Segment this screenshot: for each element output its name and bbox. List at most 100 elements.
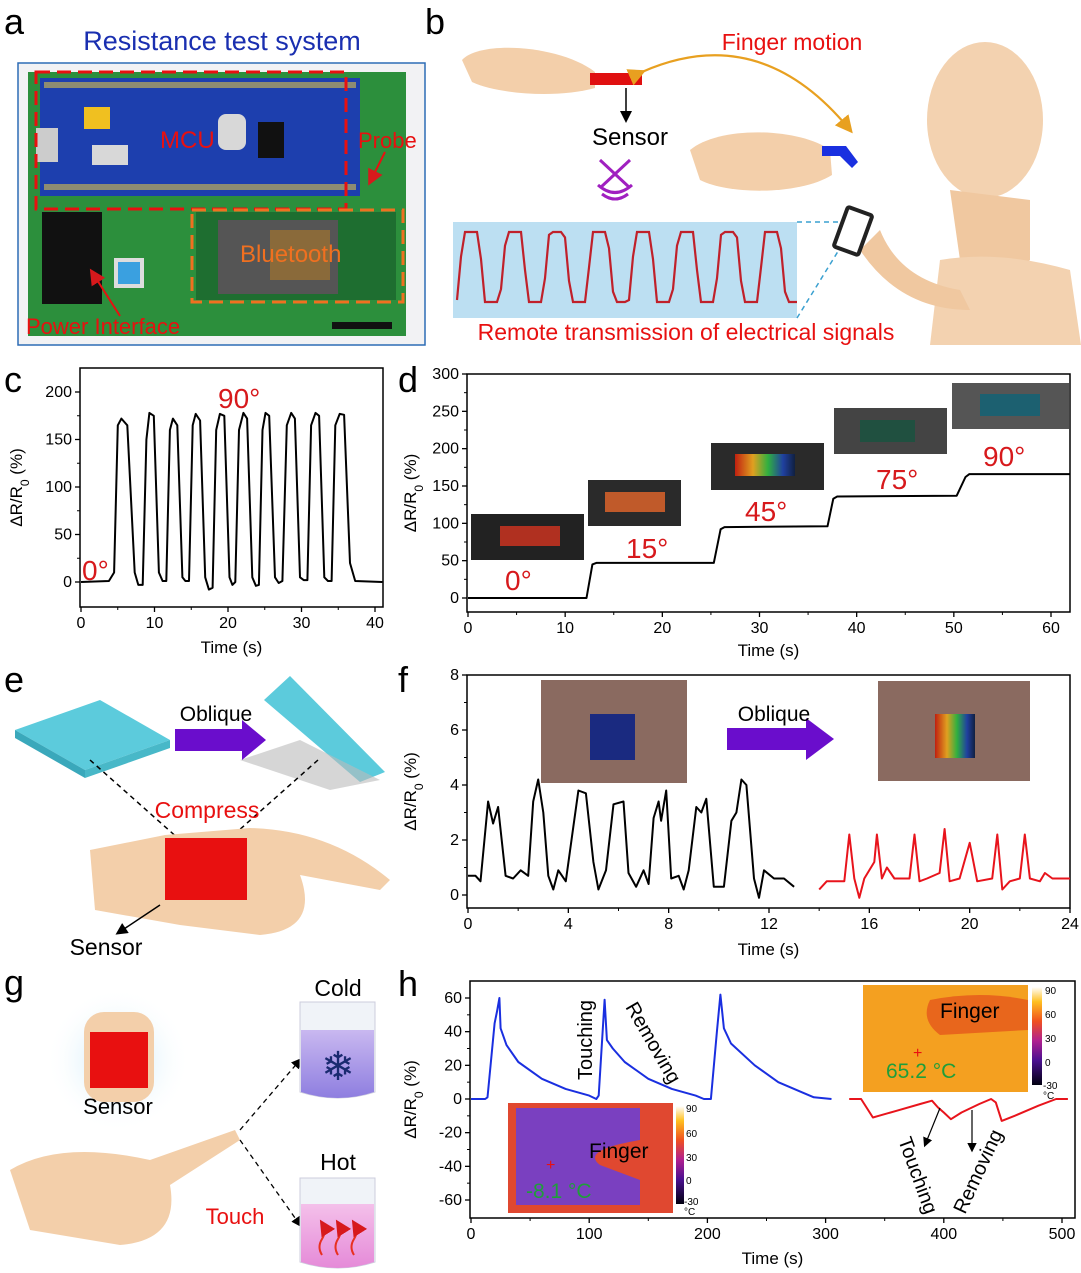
finger-label-cold: Finger [589,1140,649,1163]
y-tick-label: 4 [450,777,459,794]
panel-label-h: h [398,963,418,1004]
colorbar-hot [1032,987,1042,1085]
y-tick-label: 8 [450,667,459,684]
y-tick-label: 200 [432,441,459,458]
series-line-c-0 [80,411,383,591]
temp-hot: 65.2 °C [886,1060,956,1083]
oblique-label-e: Oblique [180,703,252,726]
mcu-board [40,78,360,196]
y-tick-label: 150 [45,432,72,449]
scale-bar [332,322,392,329]
annotation-label: 0° [82,555,109,586]
y-tick-label: 2 [450,832,459,849]
x-tick-label: 30 [751,620,769,637]
sensor-label-g: Sensor [83,1094,153,1119]
x-axis-label: Time (s) [742,1249,804,1268]
y-tick-label: 20 [444,1057,462,1074]
panel-b: b Sensor Finger motion Remote transmissi… [425,1,1081,345]
panel-label-d: d [398,359,418,400]
signal-wave [455,230,797,304]
x-tick-label: 500 [1049,1226,1076,1243]
y-tick-label: 200 [45,384,72,401]
panel-d-insets [471,383,1069,560]
panel-e: e Oblique Compress Sensor [4,659,390,960]
annotation-label: 15° [626,533,668,564]
x-tick-label: 20 [653,620,671,637]
x-axis-label: Time (s) [738,940,800,959]
x-tick-label: 60 [1042,620,1060,637]
panel-a-title: Resistance test system [83,26,361,56]
wireless-icon [597,158,633,201]
svg-text:30: 30 [1045,1034,1057,1045]
x-tick-label: 0 [464,620,473,637]
x-tick-label: 30 [293,615,311,632]
y-tick-label: 100 [432,515,459,532]
svg-text:0: 0 [1045,1058,1051,1069]
y-tick-label: 0 [450,887,459,904]
x-tick-label: 20 [219,615,237,632]
annotation-label: 90° [983,441,1025,472]
y-tick-label: 50 [54,527,72,544]
x-tick-label: 40 [366,615,384,632]
svg-text:60: 60 [1045,1010,1057,1021]
sensor-bent [822,146,858,168]
series-line-f-1 [818,828,1070,899]
y-tick-label: 0 [450,590,459,607]
sensor-wrist [165,838,247,900]
series-line-h-1 [849,1098,1068,1122]
svg-text:°C: °C [684,1207,695,1218]
svg-text:90: 90 [686,1104,698,1115]
sensor-closeup [90,1032,148,1088]
x-tick-label: 300 [812,1226,839,1243]
svg-text:60: 60 [686,1129,698,1140]
hand-bent [690,132,832,191]
heat-arrows-icon [318,1219,368,1256]
annotation-label: 90° [218,383,260,414]
x-tick-label: 200 [694,1226,721,1243]
annotation-label: Removing [621,999,685,1088]
panel-g: g Sensor Touch ❄ Cold Hot [4,962,376,1269]
probe-label: Probe [358,128,417,153]
motion-arrow [626,54,853,134]
y-axis-label: ΔR/R0 (%) [401,1060,426,1139]
annotation-label: 45° [745,496,787,527]
signal-plot [453,222,797,318]
x-tick-label: 50 [945,620,963,637]
y-tick-label: 250 [432,403,459,420]
sensor-label-b: Sensor [592,124,668,151]
bluetooth-label: Bluetooth [240,241,341,268]
finger-motion-label: Finger motion [722,29,863,55]
oblique-arrow-f [727,728,811,750]
panel-label-b: b [425,1,445,42]
x-tick-label: 12 [760,916,778,933]
power-interface-label: Power Interface [26,314,180,339]
compress-label: Compress [155,797,260,823]
sensor-label-e: Sensor [70,934,143,960]
touch-label: Touch [206,1204,265,1229]
y-tick-label: 50 [441,553,459,570]
colorbar-cold [676,1106,684,1204]
svg-text:90: 90 [1045,986,1057,997]
x-tick-label: 400 [930,1226,957,1243]
x-tick-label: 20 [961,916,979,933]
mcu-dashed-box [34,70,348,211]
annotation-label: Touching [893,1134,941,1217]
annotation-label: Removing [950,1126,1008,1217]
panel-f-insets: Oblique [541,680,1030,783]
panel-label-a: a [4,1,25,42]
svg-text:+: + [546,1157,555,1174]
y-tick-label: 150 [432,478,459,495]
annotation-label: Touching [575,1000,597,1080]
x-axis-label: Time (s) [738,641,800,660]
panel-h-insets: Finger + 65.2 °C Finger + -8.1 °C 906030… [508,985,1058,1218]
mcu-label: MCU [160,127,215,154]
x-tick-label: 8 [664,916,673,933]
human-figure [832,42,1081,345]
x-axis-label: Time (s) [201,638,263,657]
panel-label-f: f [398,659,409,700]
y-tick-label: 0 [453,1091,462,1108]
finger-label-hot: Finger [940,1000,1000,1023]
